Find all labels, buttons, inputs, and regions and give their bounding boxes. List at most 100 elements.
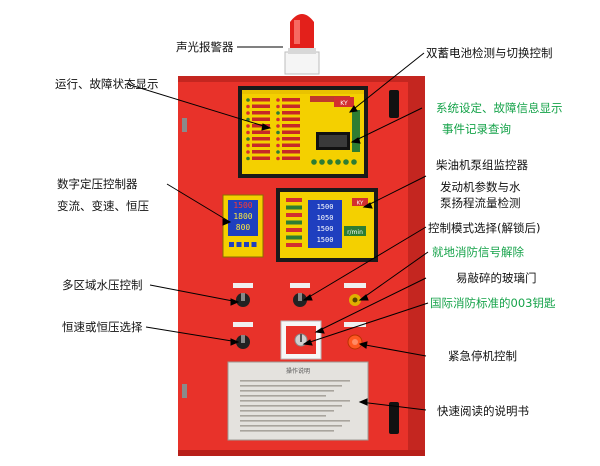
- leader-manual: [359, 401, 427, 411]
- status-led-label: [282, 124, 300, 128]
- manual-line: [240, 385, 342, 387]
- label-speed-select: 恒速或恒压选择: [62, 320, 143, 334]
- switch-plate-1: [233, 283, 253, 288]
- controller-key[interactable]: [251, 242, 257, 247]
- label-freq-modes: 变流、变速、恒压: [57, 199, 149, 213]
- leader-estop: [359, 343, 427, 357]
- glass-key-box: [280, 320, 322, 360]
- controller-display: [228, 200, 258, 236]
- monitor-led: [286, 228, 302, 232]
- arrow-speed-select: [230, 338, 240, 346]
- monitor-logo: KY: [357, 201, 364, 207]
- leader-controller: [166, 183, 231, 223]
- manual-line: [240, 380, 350, 382]
- arrow-control-mode: [302, 294, 313, 301]
- status-led: [246, 156, 250, 161]
- arrow-controller: [222, 218, 232, 226]
- monitor-display: [308, 200, 342, 248]
- diesel-monitor-panel: 1500 1050 1500 1500 r/min KY: [276, 188, 378, 262]
- top-screen-lcd-face: [319, 135, 347, 147]
- status-led: [246, 104, 250, 109]
- monitor-led: [286, 213, 302, 217]
- manual-line: [240, 420, 350, 422]
- controller-key[interactable]: [236, 242, 242, 247]
- multi-zone-switch-knob: [241, 293, 245, 301]
- label-quick-manual: 快速阅读的说明书: [437, 404, 529, 418]
- status-led-label: [282, 117, 300, 121]
- manual-line: [240, 390, 334, 392]
- top-screen-side-keys: [352, 110, 360, 152]
- top-screen-button[interactable]: [311, 159, 317, 165]
- label-alarm: 声光报警器: [176, 40, 234, 54]
- manual-line: [240, 430, 334, 432]
- instruction-manual: 操作说明: [227, 361, 369, 441]
- manual-text-lines: [240, 380, 350, 432]
- status-led-label: [282, 137, 300, 141]
- top-screen-button[interactable]: [327, 159, 333, 165]
- leader-dual-battery: [349, 52, 425, 113]
- status-led: [276, 111, 280, 115]
- status-led: [276, 156, 280, 161]
- arrow-sys-settings: [350, 137, 361, 144]
- label-run-fault: 运行、故障状态显示: [55, 77, 159, 91]
- status-led-label: [252, 150, 270, 154]
- label-emergency-stop: 紧急停机控制: [448, 349, 517, 363]
- leader-speed-select: [145, 326, 239, 343]
- beacon-lens: [290, 14, 314, 48]
- status-led-label: [282, 156, 300, 160]
- top-screen-button[interactable]: [343, 159, 349, 165]
- controller-key[interactable]: [229, 242, 234, 247]
- monitor-led: [286, 220, 302, 225]
- arrow-diesel: [362, 202, 373, 209]
- cabinet-side: [408, 76, 425, 456]
- leader-run-fault: [126, 83, 271, 129]
- manual-title: 操作说明: [286, 367, 310, 375]
- status-led-label: [282, 130, 300, 134]
- monitor-led: [286, 198, 302, 202]
- leader-glass-door: [315, 277, 427, 333]
- monitor-logo-badge: [352, 198, 368, 206]
- signal-release-keyhole: [352, 297, 358, 303]
- status-led-label: [282, 98, 300, 102]
- manual-line: [240, 425, 342, 427]
- label-sys-settings: 系统设定、故障信息显示: [436, 101, 563, 115]
- arrow-estop: [358, 341, 368, 349]
- label-key-003: 国际消防标准的003钥匙: [430, 296, 556, 310]
- selector-switches: [233, 283, 366, 349]
- controller-keypad: [229, 242, 257, 247]
- status-led-label: [252, 111, 270, 115]
- status-led: [246, 111, 250, 115]
- hinge-bottom: [182, 384, 187, 398]
- status-led-label: [252, 117, 270, 121]
- status-led-label: [252, 98, 270, 102]
- leader-sys-settings: [351, 107, 423, 143]
- controller-key[interactable]: [244, 242, 249, 247]
- manual-line: [240, 395, 326, 397]
- switch-plate-3: [344, 283, 366, 288]
- top-screen-stripe: [242, 90, 364, 94]
- top-screen-button[interactable]: [351, 159, 357, 165]
- top-screen-button[interactable]: [335, 159, 341, 165]
- door-handle-bottom: [389, 402, 399, 434]
- monitor-rpm-badge: [344, 226, 366, 236]
- leader-lines: [126, 46, 429, 411]
- status-led-label: [252, 143, 270, 147]
- controller-value-2: 1800: [233, 212, 252, 221]
- top-screen-button[interactable]: [319, 159, 325, 165]
- label-diesel-monitor: 柴油机泵组监控器: [436, 158, 528, 172]
- status-led: [246, 117, 250, 122]
- monitor-led-column: [286, 198, 302, 247]
- label-engine-params-1: 发动机参数与水: [440, 180, 521, 194]
- hinge-top: [182, 118, 187, 132]
- beacon-highlight: [294, 20, 300, 44]
- status-led-label: [252, 156, 270, 160]
- manual-line: [240, 405, 342, 407]
- manual-line: [240, 415, 326, 417]
- monitor-led: [286, 243, 302, 247]
- status-led: [246, 137, 250, 141]
- status-led: [276, 150, 280, 154]
- switch-plate-2: [290, 283, 310, 288]
- status-led-label: [282, 150, 300, 154]
- label-multi-zone: 多区域水压控制: [62, 278, 143, 292]
